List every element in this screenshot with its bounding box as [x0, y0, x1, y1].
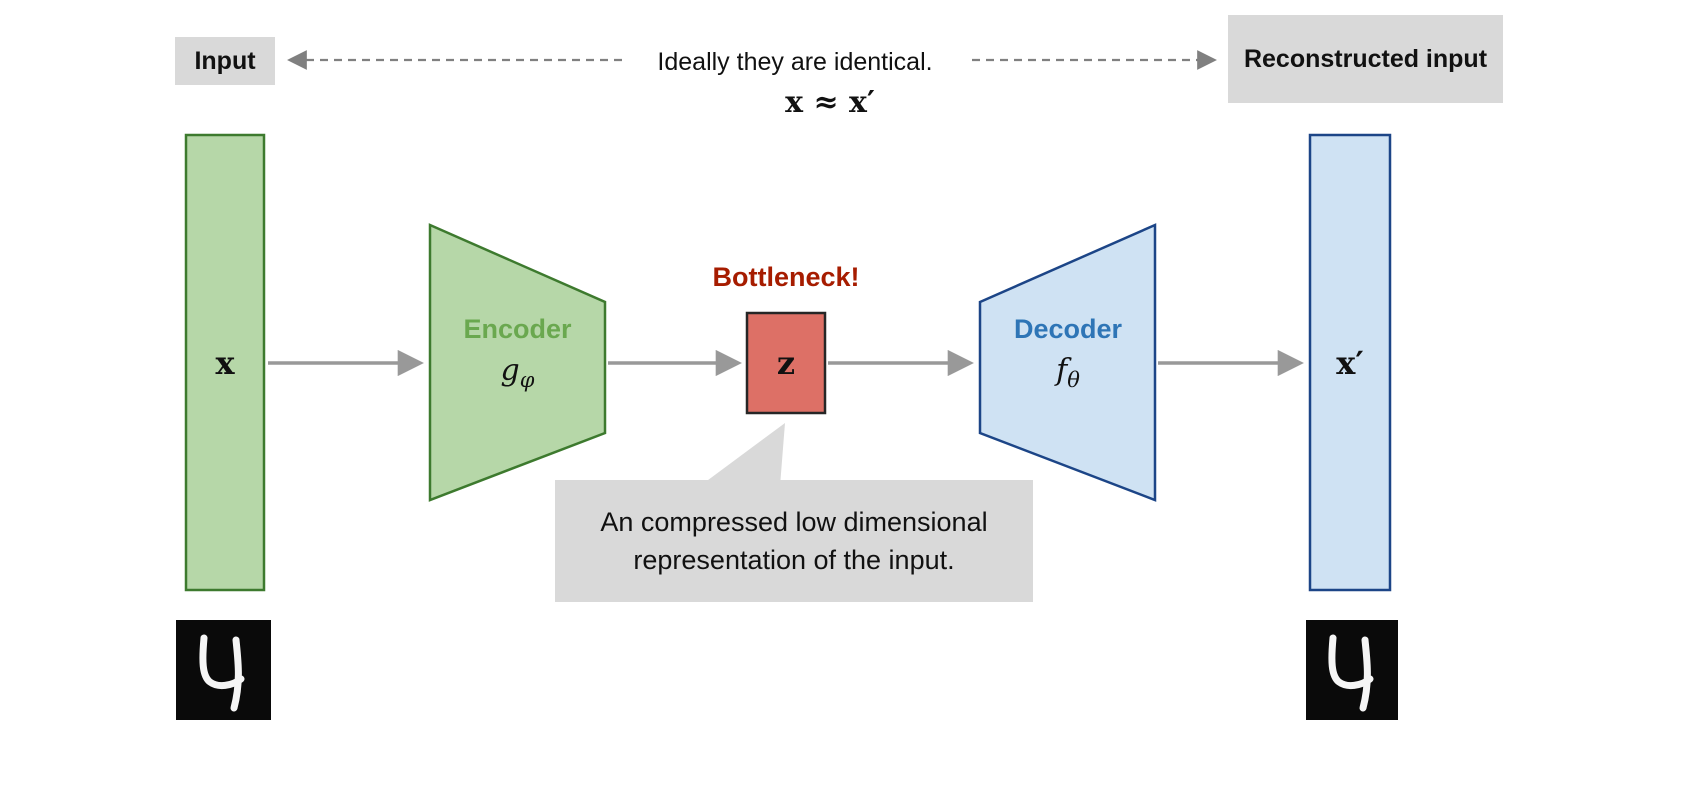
- input-vector-label: x: [186, 135, 264, 590]
- bottleneck-text: Bottleneck!: [712, 261, 860, 292]
- identical-text: Ideally they are identical.: [630, 46, 960, 78]
- callout-line1: An compressed low dimensional: [600, 507, 988, 538]
- callout-pointer: [700, 423, 785, 486]
- bottleneck-callout-title: Bottleneck!: [661, 260, 911, 294]
- x-prime-symbol: x′: [1336, 343, 1364, 382]
- z-symbol: z: [776, 344, 796, 382]
- decoder-title: Decoder: [1013, 314, 1123, 344]
- callout-line2: representation of the input.: [633, 545, 955, 575]
- callout-bubble: [555, 480, 1033, 602]
- reconstructed-label: Reconstructed input: [1228, 15, 1503, 103]
- encoder-title: Encoder: [463, 314, 572, 344]
- decoder-symbol: fθ: [988, 353, 1148, 392]
- reconstructed-label-text: Reconstructed input: [1243, 45, 1488, 73]
- x-symbol: x: [215, 343, 235, 382]
- input-label: Input: [175, 37, 275, 85]
- input-label-text: Input: [194, 47, 256, 75]
- approx-formula: x ≈ x′: [730, 84, 930, 120]
- encoder-symbol-letter: g: [500, 353, 520, 388]
- output-vector-label: x′: [1310, 135, 1390, 590]
- input-vector-bar: [184, 133, 266, 592]
- approx-formula-text: x ≈ x′: [785, 84, 875, 120]
- encoder-trapezoid: [428, 223, 607, 502]
- encoder-symbol-subscript: φ: [519, 368, 535, 392]
- mnist-digit-right: [1306, 620, 1398, 720]
- bottleneck-square: [745, 311, 827, 415]
- encoder-symbol: gφ: [432, 353, 603, 392]
- encoder-label-block: Encoder gφ: [432, 314, 603, 392]
- decoder-label-block: Decoder fθ: [988, 314, 1148, 392]
- output-vector-bar: [1308, 133, 1392, 592]
- decoder-symbol-letter: f: [1056, 353, 1068, 388]
- bottleneck-vector-label: z: [747, 313, 825, 413]
- decoder-symbol-subscript: θ: [1067, 368, 1080, 392]
- mnist-digit-left: [176, 620, 271, 720]
- callout-text-block: An compressed low dimensional representa…: [555, 492, 1033, 592]
- decoder-trapezoid: [978, 223, 1157, 502]
- identical-text-label: Ideally they are identical.: [657, 47, 933, 76]
